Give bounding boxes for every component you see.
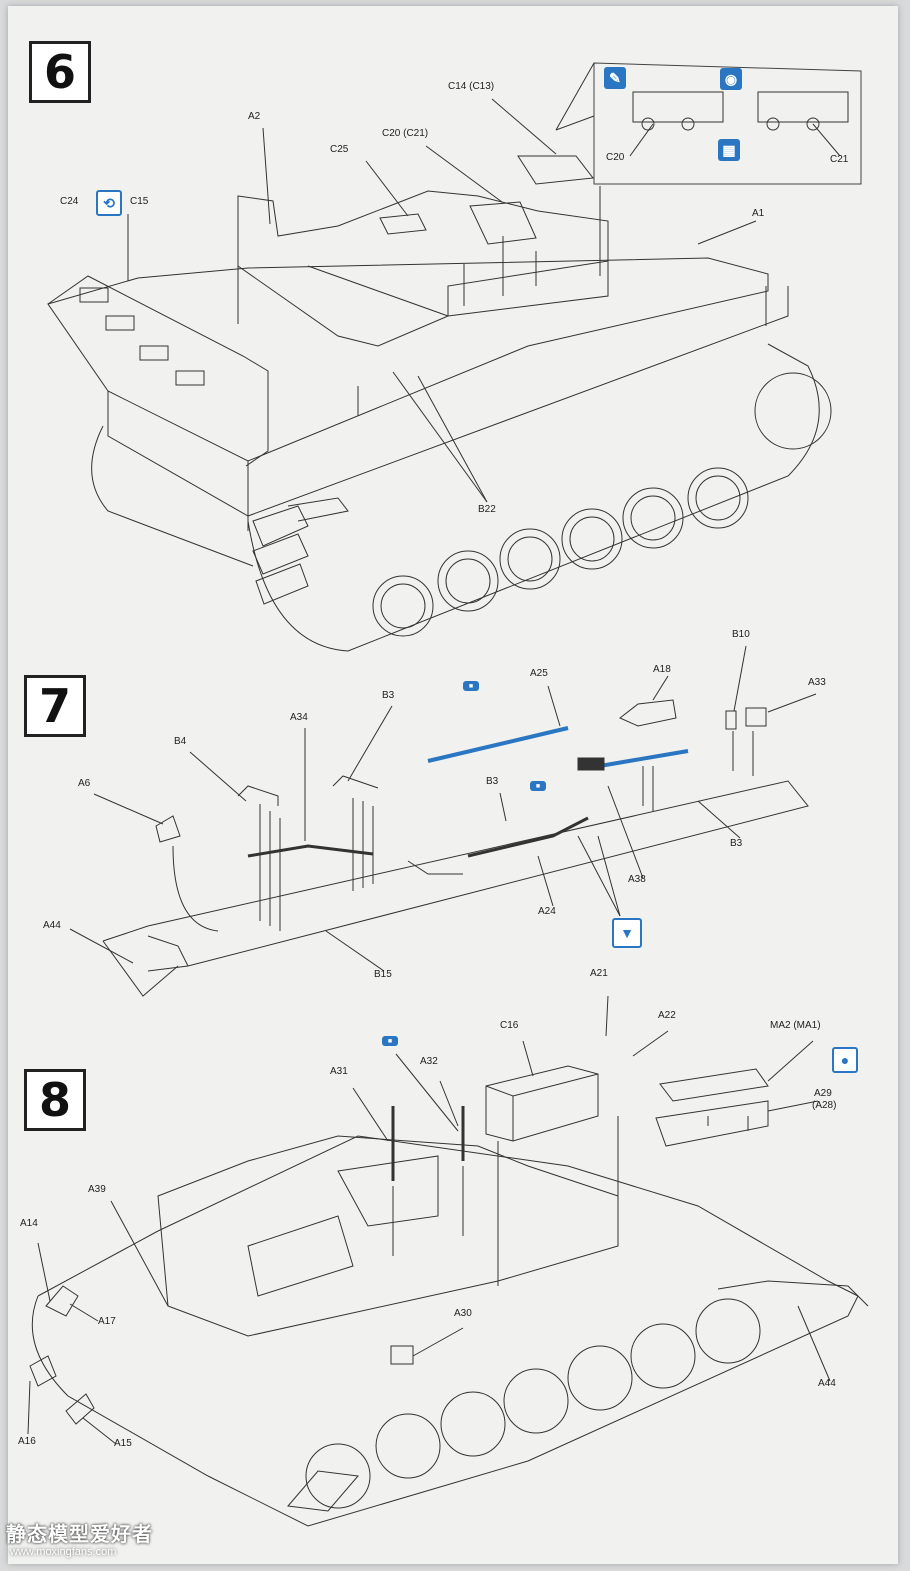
water-drop-icon: ● xyxy=(832,1047,858,1073)
watermark-title: 静态模型爱好者 xyxy=(6,1524,153,1546)
label-c15: C15 xyxy=(130,196,149,207)
step-7-drawing xyxy=(69,645,817,997)
label-a44-step8: A44 xyxy=(818,1378,836,1389)
label-b22: B22 xyxy=(478,504,496,515)
label-c14: C14 (C13) xyxy=(448,81,495,92)
instruction-sheet: 6 7 8 xyxy=(8,6,898,1564)
label-a15: A15 xyxy=(114,1438,132,1449)
color-chip-icon: ■ xyxy=(382,1036,398,1046)
label-a1: A1 xyxy=(752,208,765,219)
label-a32: A32 xyxy=(420,1056,438,1067)
label-b4: B4 xyxy=(174,736,187,747)
label-a34: A34 xyxy=(290,712,308,723)
label-a29: A29 xyxy=(814,1088,832,1099)
label-a18: A18 xyxy=(653,664,671,675)
label-a28: (A28) xyxy=(812,1100,837,1111)
color-chip-icon: ■ xyxy=(463,681,479,691)
label-a17: A17 xyxy=(98,1316,116,1327)
label-a16: A16 xyxy=(18,1436,36,1447)
step-7-number: 7 xyxy=(24,675,86,737)
step-6-drawing xyxy=(47,62,862,652)
label-b10: B10 xyxy=(732,629,750,640)
rotate-icon: ⟲ xyxy=(96,190,122,216)
label-a25: A25 xyxy=(530,668,548,679)
label-c16: C16 xyxy=(500,1020,519,1031)
step-8-drawing xyxy=(27,995,869,1527)
label-b3-top: B3 xyxy=(382,690,395,701)
label-inset-c21: C21 xyxy=(830,154,849,165)
step-6-number: 6 xyxy=(29,41,91,103)
label-ma2: MA2 (MA1) xyxy=(770,1020,821,1031)
label-c25: C25 xyxy=(330,144,349,155)
label-a14: A14 xyxy=(20,1218,38,1229)
glue-icon: ▼ xyxy=(612,918,642,948)
label-a38: A38 xyxy=(628,874,646,885)
label-a2: A2 xyxy=(248,111,261,122)
watermark-url: www.moxingfans.com xyxy=(10,1546,117,1558)
label-a24: A24 xyxy=(538,906,556,917)
label-c20: C20 (C21) xyxy=(382,128,429,139)
label-a21: A21 xyxy=(590,968,608,979)
label-b3-mid: B3 xyxy=(486,776,499,787)
label-a39: A39 xyxy=(88,1184,106,1195)
paint-brush-icon: ✎ xyxy=(604,67,626,89)
label-b3-right: B3 xyxy=(730,838,743,849)
label-b15: B15 xyxy=(374,969,392,980)
step-8-number: 8 xyxy=(24,1069,86,1131)
label-a44-step7: A44 xyxy=(43,920,61,931)
line-art xyxy=(27,62,869,1527)
cement-icon: ◉ xyxy=(720,68,742,90)
label-a22: A22 xyxy=(658,1010,676,1021)
label-inset-c20: C20 xyxy=(606,152,625,163)
label-a31: A31 xyxy=(330,1066,348,1077)
label-a33: A33 xyxy=(808,677,826,688)
label-a6: A6 xyxy=(78,778,91,789)
color-chip-icon: ■ xyxy=(530,781,546,791)
sand-file-icon: ▦ xyxy=(718,139,740,161)
label-a30: A30 xyxy=(454,1308,472,1319)
label-c24: C24 xyxy=(60,196,79,207)
